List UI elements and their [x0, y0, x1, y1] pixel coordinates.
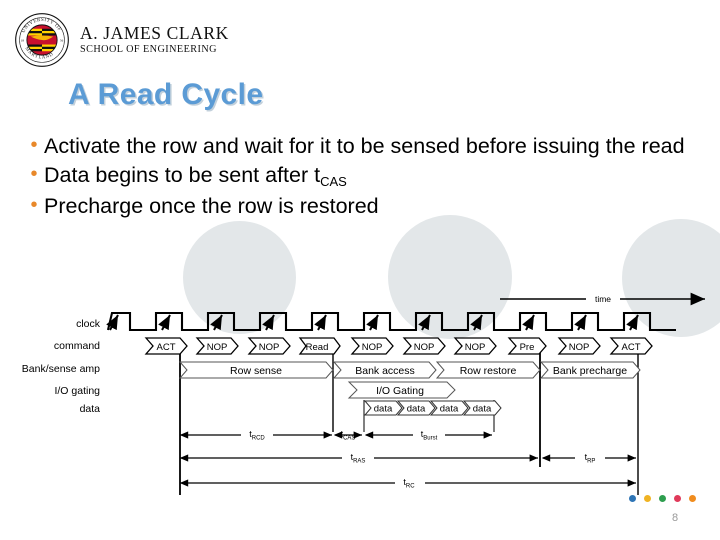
- bullet-marker-icon: •: [30, 194, 38, 216]
- bullet-text: Activate the row and wait for it to be s…: [44, 134, 685, 158]
- measurement-label-tcas: tCAS: [341, 429, 356, 442]
- footer-dots: [629, 495, 696, 502]
- bank-sense-amp-row: Row sense Bank access Row restore Bank p…: [178, 361, 641, 379]
- command-cell: NOP: [557, 337, 601, 355]
- clock-waveform: [106, 311, 676, 332]
- footer-dot-5: [689, 495, 696, 502]
- footer-dot-2: [644, 495, 651, 502]
- data-label: data: [473, 404, 492, 415]
- data-cell: data: [363, 400, 403, 416]
- io-gating-label: I/O Gating: [376, 385, 424, 397]
- measurement-row-1: tRCD tCAS tBurst: [179, 427, 492, 442]
- row-label-io-gating: I/O gating: [54, 385, 100, 397]
- bullet-subscript: CAS: [320, 173, 347, 189]
- measurement-label-tburst: tBurst: [421, 429, 438, 442]
- time-axis: time: [500, 292, 705, 306]
- row-label-bank-sense-amp: Bank/sense amp: [21, 363, 100, 375]
- svg-text:18: 18: [21, 39, 25, 43]
- command-cell: ACT: [609, 337, 653, 355]
- svg-text:56: 56: [60, 39, 64, 43]
- bullet-text: Precharge once the row is restored: [44, 194, 379, 218]
- measurement-label-trc: tRC: [403, 477, 415, 490]
- command-label: NOP: [362, 342, 383, 353]
- umd-seal-icon: UNIVERSITY OF MARYLAND 18 56: [15, 13, 69, 67]
- data-label: data: [440, 404, 459, 415]
- command-label: ACT: [622, 342, 641, 353]
- row-label-command: command: [53, 340, 100, 352]
- bullet-marker-icon: •: [30, 134, 38, 156]
- command-cell: Read: [298, 337, 341, 355]
- command-cell: NOP: [195, 337, 239, 355]
- time-axis-label: time: [595, 294, 611, 304]
- io-gating-cell: I/O Gating: [347, 381, 456, 399]
- command-label: Read: [306, 342, 329, 353]
- timing-diagram: clock command Bank/sense amp I/O gating …: [0, 282, 720, 512]
- row-label-data: data: [79, 403, 100, 415]
- command-row: ACT NOP NOP Read NOP: [144, 337, 653, 355]
- bullet-marker-icon: •: [30, 162, 38, 185]
- data-cell: data: [429, 400, 469, 416]
- data-row: data data data data: [363, 400, 502, 416]
- command-cell: NOP: [402, 337, 446, 355]
- page-title: A Read Cycle: [68, 78, 264, 111]
- brand-header: UNIVERSITY OF MARYLAND 18 56 A. JAMES CL…: [14, 12, 229, 68]
- data-label: data: [407, 404, 426, 415]
- bank-sense-amp-cell: Bank precharge: [539, 361, 641, 379]
- command-cell: Pre: [507, 337, 547, 355]
- measurement-label-trp: tRP: [585, 452, 596, 465]
- data-cell: data: [462, 400, 502, 416]
- command-label: ACT: [157, 342, 176, 353]
- bank-sense-amp-cell: Row sense: [178, 361, 334, 379]
- bank-sense-amp-cell: Bank access: [332, 361, 437, 379]
- command-cell: ACT: [144, 337, 188, 355]
- command-label: NOP: [259, 342, 280, 353]
- data-cell: data: [396, 400, 436, 416]
- bullet-list: • Activate the row and wait for it to be…: [24, 133, 714, 222]
- brand-wordmark: A. JAMES CLARK SCHOOL OF ENGINEERING: [80, 22, 229, 56]
- row-label-clock: clock: [76, 318, 100, 330]
- command-label: NOP: [465, 342, 486, 353]
- command-cell: NOP: [247, 337, 291, 355]
- command-label: NOP: [414, 342, 435, 353]
- measurement-label-tras: tRAS: [351, 452, 366, 465]
- timing-diagram-svg: time: [106, 292, 705, 495]
- bullet-text: Data begins to be sent after tCAS: [44, 162, 347, 189]
- measurement-row-3: tRC: [179, 475, 636, 490]
- command-label: NOP: [569, 342, 590, 353]
- page-number: 8: [672, 512, 679, 524]
- bank-sense-amp-label: Row sense: [230, 365, 282, 377]
- measurement-label-trcd: tRCD: [249, 429, 265, 442]
- data-label: data: [374, 404, 393, 415]
- drop-lines: [179, 340, 639, 495]
- footer-dot-4: [674, 495, 681, 502]
- bank-sense-amp-label: Bank precharge: [553, 365, 627, 377]
- command-cell: NOP: [350, 337, 394, 355]
- bank-sense-amp-label: Bank access: [355, 365, 415, 377]
- measurement-row-2: tRAS tRP: [179, 450, 636, 465]
- io-gating-row: I/O Gating: [347, 381, 456, 399]
- bank-sense-amp-cell: Row restore: [435, 361, 541, 379]
- bank-sense-amp-label: Row restore: [460, 365, 517, 377]
- command-label: Pre: [520, 342, 535, 353]
- footer-dot-1: [629, 495, 636, 502]
- list-item: • Data begins to be sent after tCAS: [24, 162, 714, 192]
- footer-dot-3: [659, 495, 666, 502]
- command-label: NOP: [207, 342, 228, 353]
- list-item: • Precharge once the row is restored: [24, 193, 714, 220]
- command-cell: NOP: [453, 337, 497, 355]
- brand-line-2: SCHOOL OF ENGINEERING: [80, 44, 217, 56]
- brand-line-1: A. JAMES CLARK: [80, 22, 229, 43]
- list-item: • Activate the row and wait for it to be…: [24, 133, 714, 160]
